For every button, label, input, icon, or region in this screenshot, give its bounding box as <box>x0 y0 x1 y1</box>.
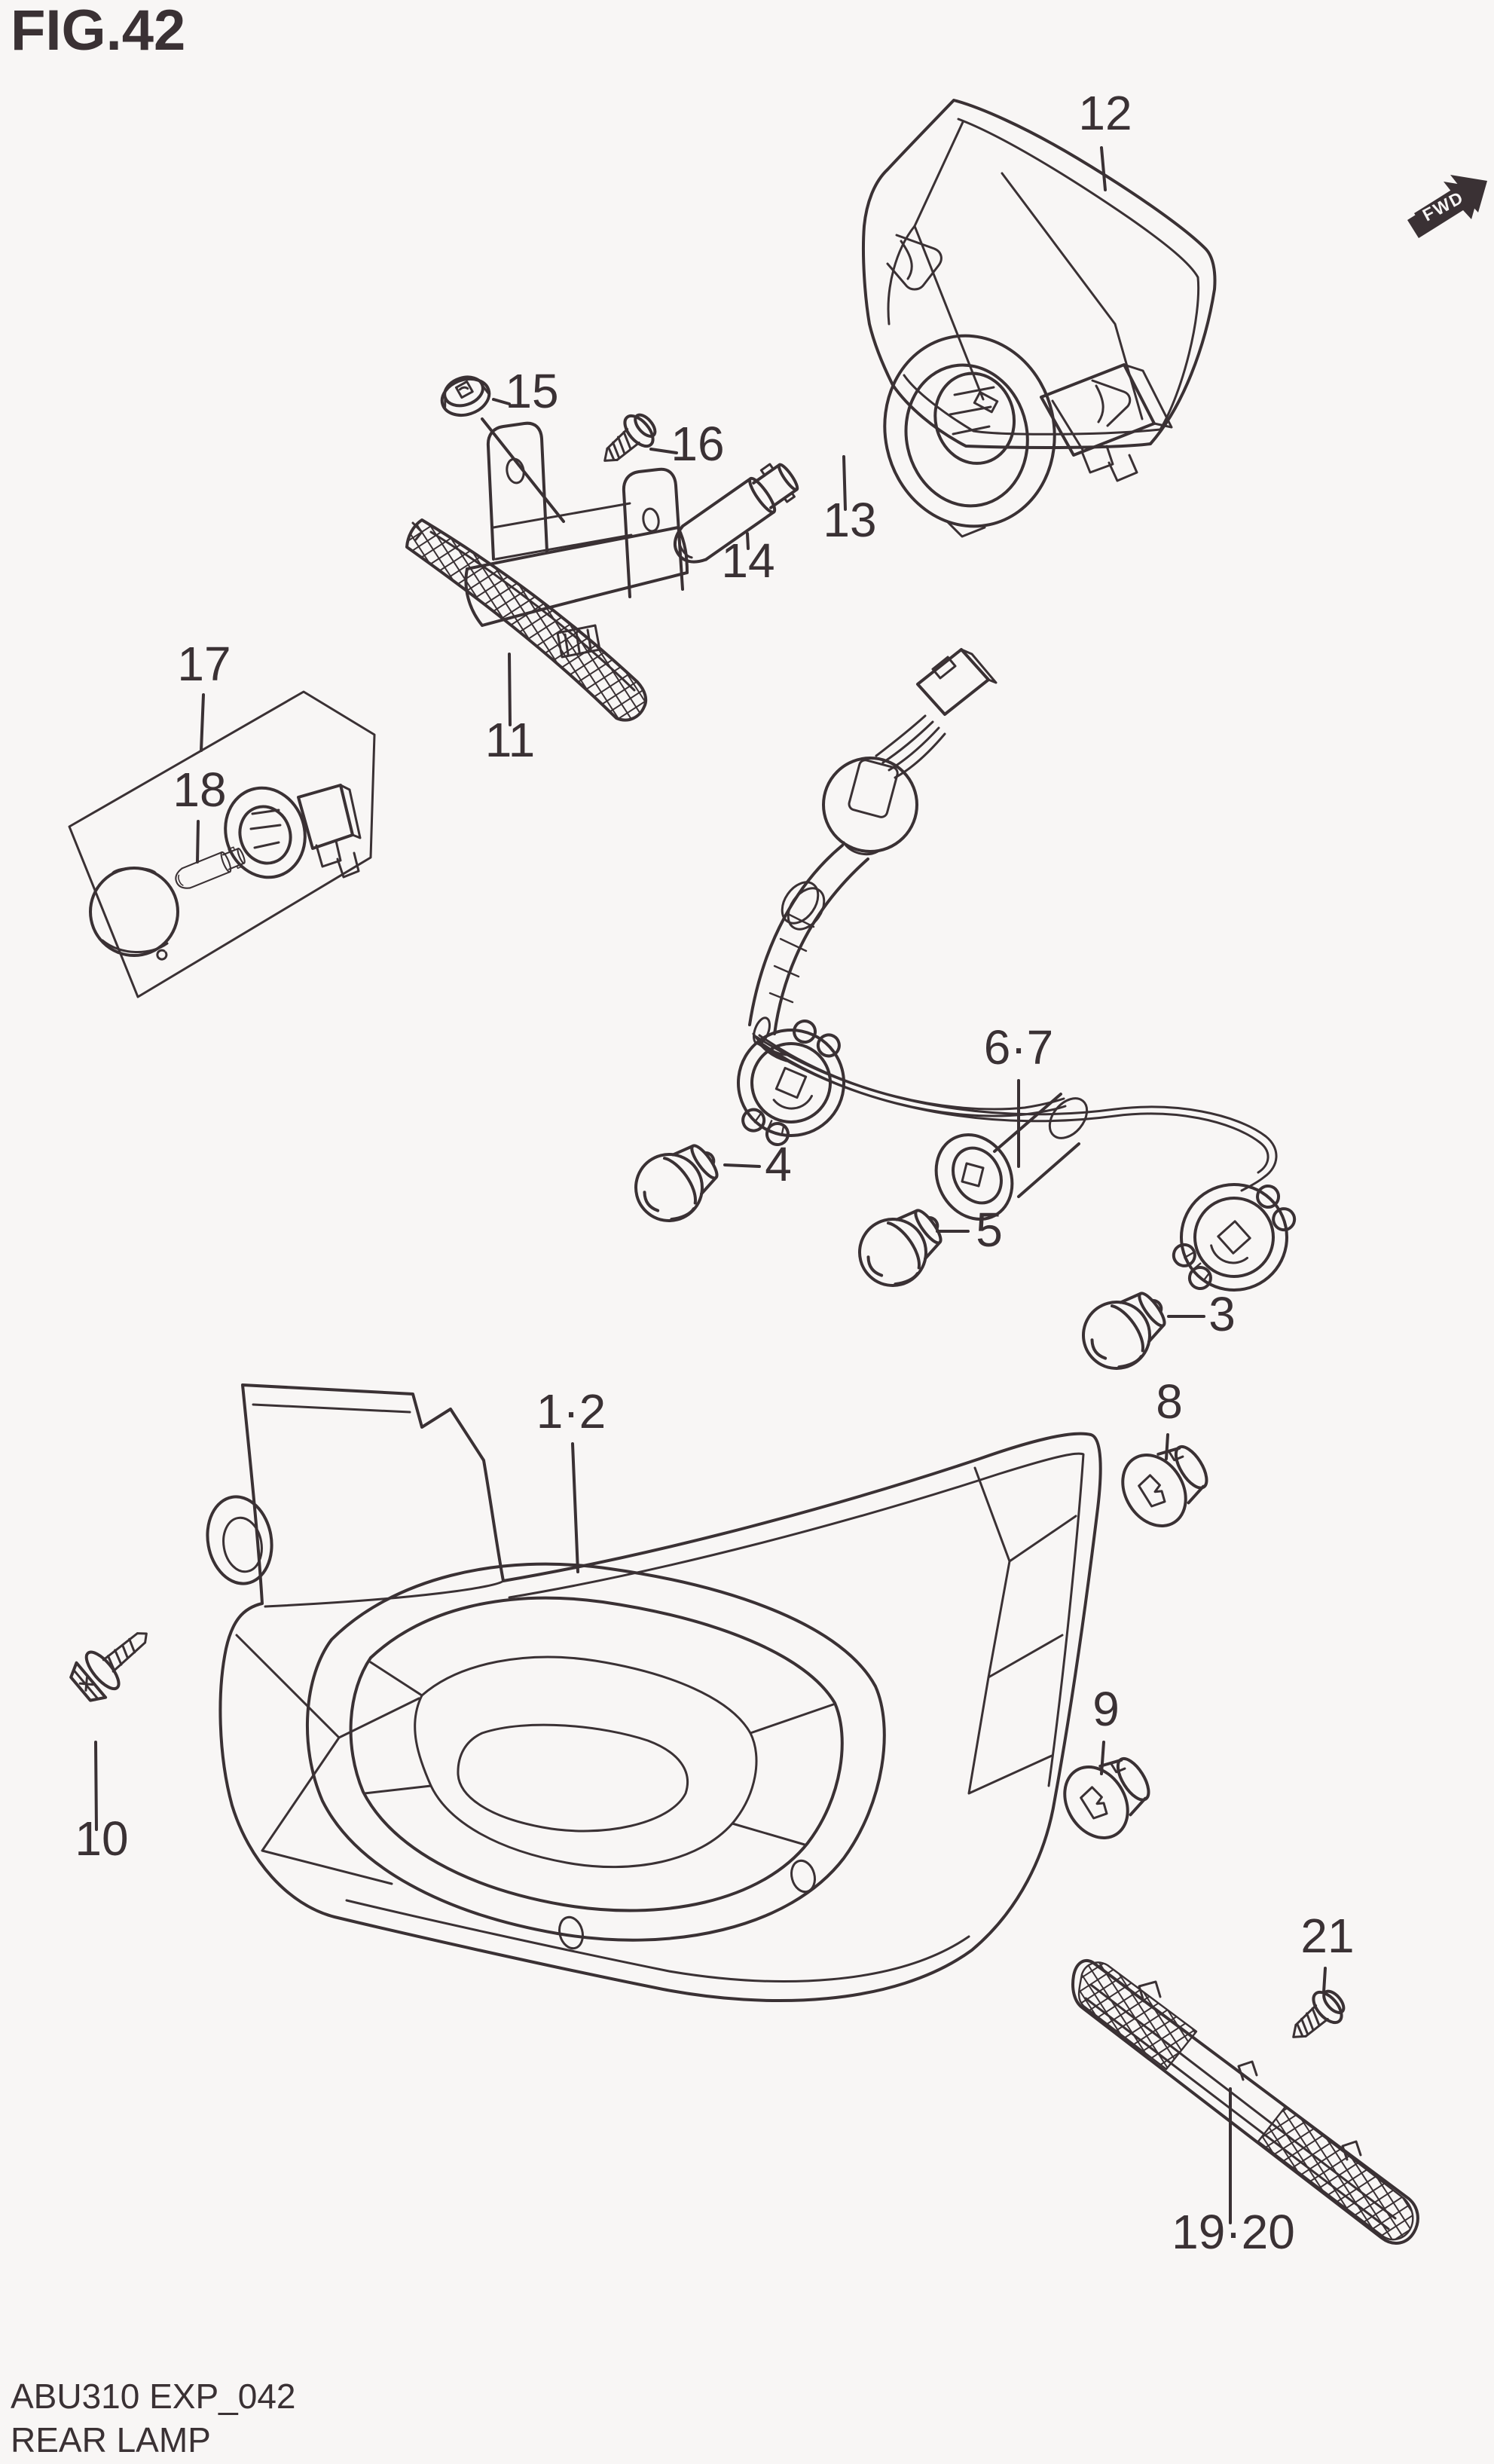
part-17-kit-box <box>68 690 376 998</box>
part-12-cover <box>861 99 1217 449</box>
callout-19-20: 19·20 <box>1172 2205 1295 2259</box>
part-13-socket <box>883 334 1173 538</box>
part-1-2-rear-lamp <box>206 1383 1102 2002</box>
part-3-bulb <box>1071 1277 1179 1382</box>
part-6-7-harness <box>748 648 1278 1192</box>
part-21-screw <box>1279 1982 1352 2053</box>
callout-21: 21 <box>1300 1909 1354 1963</box>
leader-lines <box>94 146 1327 2224</box>
callout-4: 4 <box>765 1137 792 1191</box>
part-16-screw <box>591 405 664 476</box>
callout-16: 16 <box>671 417 724 471</box>
part-19-20-lamp <box>1071 1959 1419 2245</box>
part-9-grommet <box>1050 1740 1164 1851</box>
callout-12: 12 <box>1078 86 1132 140</box>
part-15-nut <box>440 375 491 417</box>
callout-1-2: 1·2 <box>536 1384 606 1438</box>
callout-10: 10 <box>75 1811 128 1866</box>
callout-18: 18 <box>173 763 226 817</box>
callout-17: 17 <box>177 637 231 691</box>
callout-5: 5 <box>976 1203 1003 1257</box>
fwd-arrow-icon: FWD <box>1407 175 1487 238</box>
part-4-socket <box>720 1012 862 1154</box>
callout-13: 13 <box>823 493 876 547</box>
figure-name: REAR LAMP <box>11 2420 211 2459</box>
callout-15: 15 <box>505 364 558 418</box>
callout-14: 14 <box>721 533 774 588</box>
part-10-bolt <box>69 1632 148 1702</box>
callout-8: 8 <box>1156 1374 1183 1429</box>
callout-11: 11 <box>485 713 535 767</box>
callout-3: 3 <box>1208 1287 1236 1341</box>
figure-title: FIG.42 <box>11 0 185 63</box>
part-18-bulb <box>171 844 248 893</box>
callout-6-7: 6·7 <box>984 1020 1054 1075</box>
callout-9: 9 <box>1092 1682 1120 1736</box>
part-5-bulb <box>847 1194 955 1299</box>
part-4-bulb <box>623 1130 732 1234</box>
part-11-license-lamp <box>405 421 689 722</box>
part-5-socket <box>934 1093 1089 1221</box>
figure-code: ABU310 EXP_042 <box>11 2377 296 2416</box>
part-8-grommet <box>1108 1428 1222 1539</box>
part-3-socket <box>1167 1170 1301 1304</box>
callout-labels: 1·2 3 4 5 6·7 8 9 10 11 12 13 14 15 16 1… <box>75 86 1354 2259</box>
